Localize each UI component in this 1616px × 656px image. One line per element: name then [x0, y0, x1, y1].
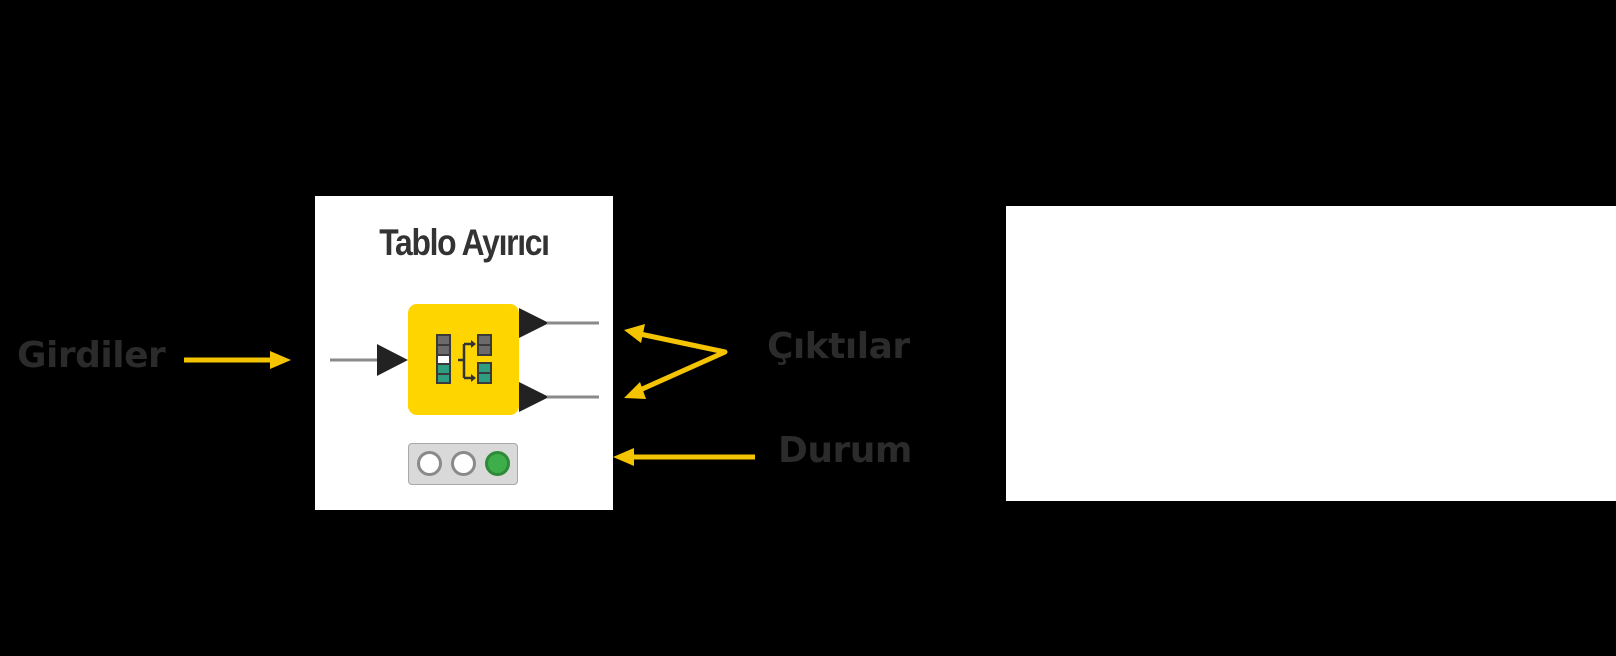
inputs-arrow-icon — [184, 351, 291, 369]
input-port-icon[interactable] — [330, 344, 408, 376]
inputs-label: Girdiler — [17, 335, 166, 376]
table-splitter-icon — [436, 334, 492, 384]
node-card[interactable]: Tablo Ayırıcı — [315, 196, 613, 510]
status-light-1 — [417, 451, 442, 476]
output-port-2-icon[interactable] — [519, 382, 599, 412]
status-arrow-icon — [613, 448, 755, 466]
node-title: Tablo Ayırıcı — [379, 222, 550, 263]
node-body[interactable] — [408, 304, 519, 415]
status-light-2 — [451, 451, 476, 476]
status-indicator — [408, 443, 518, 485]
status-label: Durum — [778, 430, 912, 471]
node-ports — [330, 308, 599, 412]
blank-panel — [1006, 206, 1616, 501]
outputs-label: Çıktılar — [767, 326, 910, 367]
status-light-3-executed — [485, 451, 510, 476]
outputs-arrow-icon — [624, 324, 728, 399]
output-port-1-icon[interactable] — [519, 308, 599, 338]
